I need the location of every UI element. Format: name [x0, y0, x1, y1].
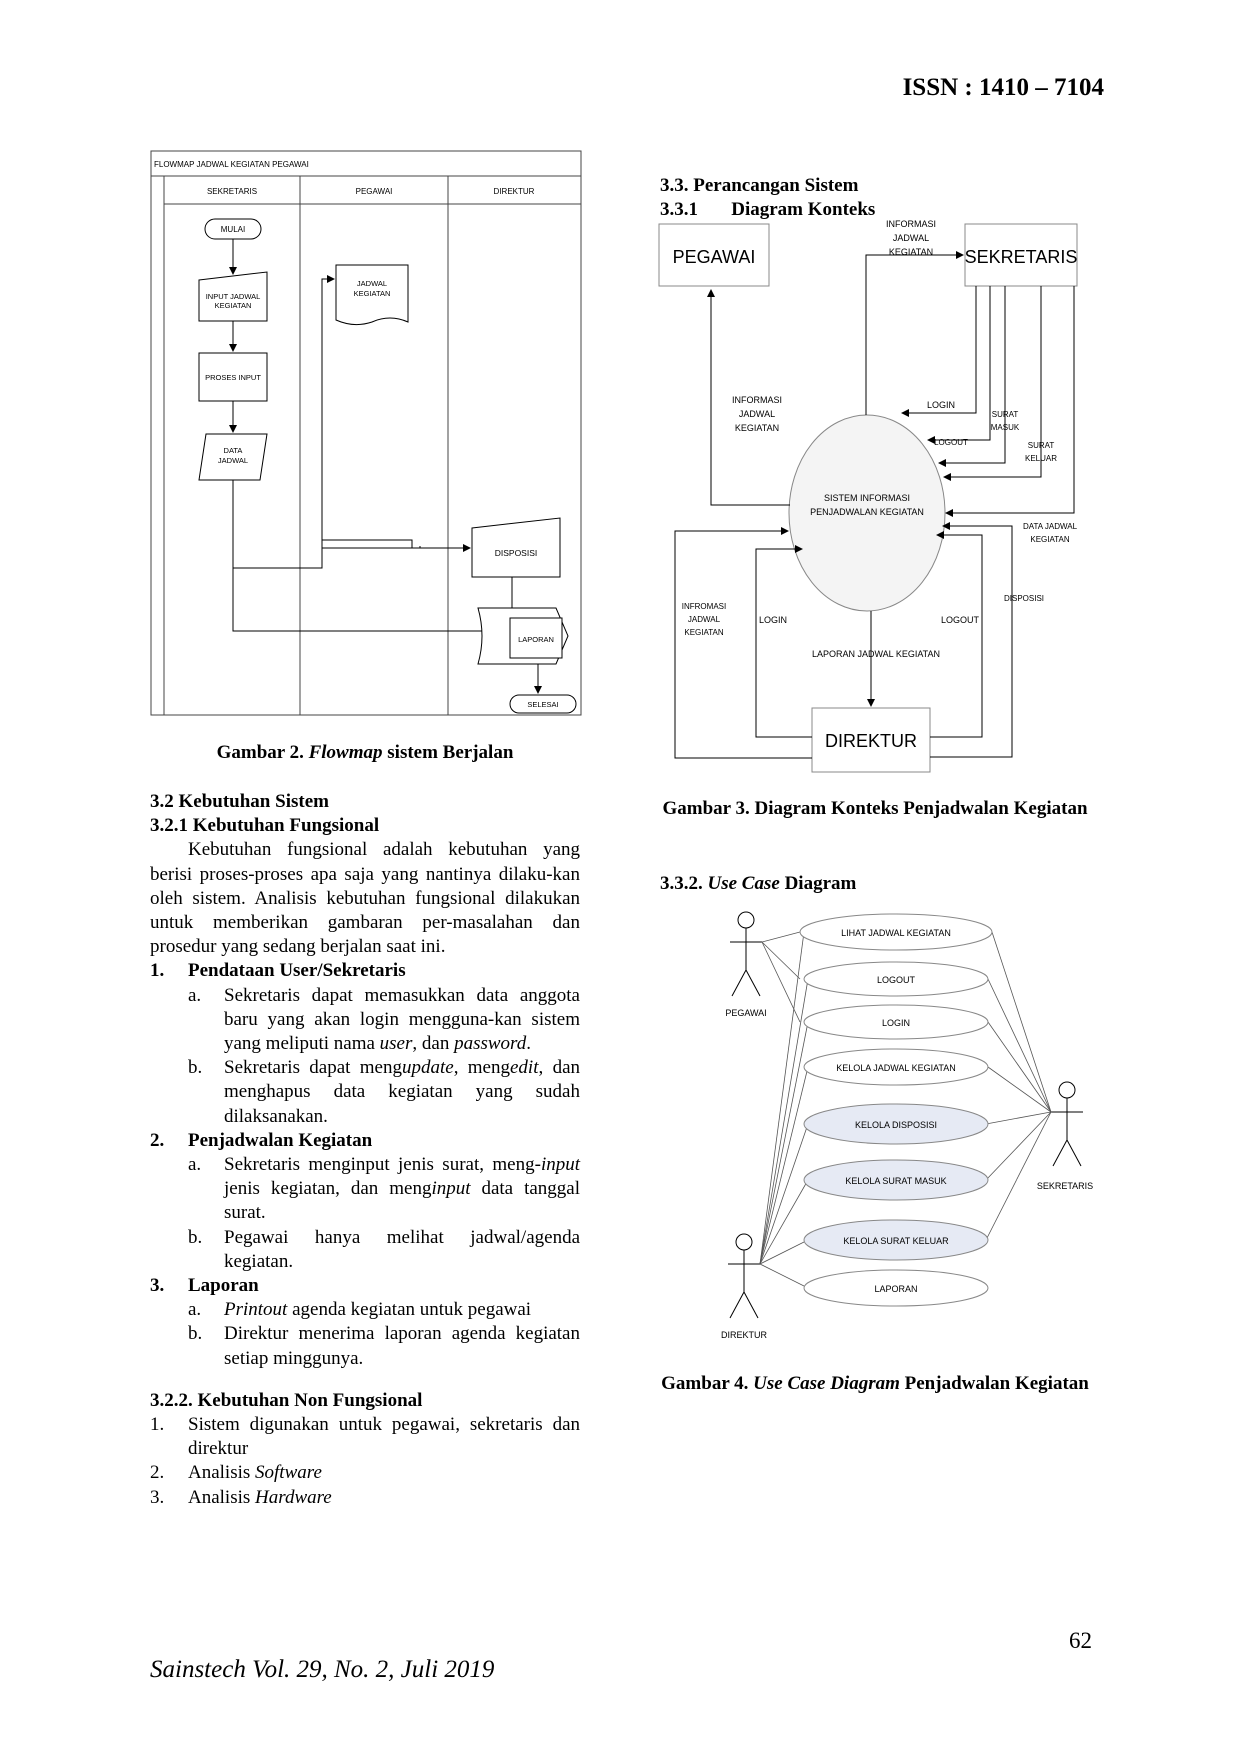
svg-text:DISPOSISI: DISPOSISI: [1004, 594, 1044, 603]
section-3-3-heading: 3.3. Perancangan Sistem: [660, 175, 859, 196]
page-number: 62: [1069, 1628, 1092, 1653]
node-disposisi: DISPOSISI: [495, 548, 538, 558]
node-jadwal-1: JADWAL: [357, 279, 387, 288]
usecase-kelola-surat-masuk: KELOLA SURAT MASUK: [845, 1176, 946, 1186]
svg-text:KEGIATAN: KEGIATAN: [735, 423, 779, 433]
node-selesai: SELESAI: [527, 700, 558, 709]
entity-sekretaris: SEKRETARIS: [965, 247, 1078, 267]
entity-pegawai: PEGAWAI: [673, 247, 756, 267]
functional-intro: Kebutuhan fungsional adalah kebutuhan ya…: [150, 839, 580, 958]
svg-text:KEGIATAN: KEGIATAN: [1030, 535, 1069, 544]
section-3-3-1-heading: 3.3.1 Diagram Konteks: [660, 199, 876, 220]
usecase-kelola-jadwal: KELOLA JADWAL KEGIATAN: [836, 1063, 956, 1073]
list-item-3: 3.Laporan: [150, 1275, 259, 1297]
usecase-lihat-jadwal: LIHAT JADWAL KEGIATAN: [841, 928, 951, 938]
usecase-kelola-surat-keluar: KELOLA SURAT KELUAR: [843, 1236, 949, 1246]
usecase-laporan: LAPORAN: [874, 1284, 917, 1294]
list-item-3a: a.Printout agenda kegiatan untuk pegawai: [188, 1299, 532, 1321]
svg-text:JADWAL: JADWAL: [739, 409, 775, 419]
nf-item-3: 3.Analisis Hardware: [150, 1486, 332, 1508]
flowmap-diagram: FLOWMAP JADWAL KEGIATAN PEGAWAI SEKRETAR…: [150, 150, 582, 716]
entity-direktur: DIREKTUR: [825, 731, 917, 751]
actor-sekretaris-label: SEKRETARIS: [1037, 1181, 1093, 1191]
list-item-1b: b.Sekretaris dapat mengupdate, mengedit,…: [188, 1057, 581, 1127]
svg-text:LOGIN: LOGIN: [927, 400, 955, 410]
actor-pegawai-label: PEGAWAI: [725, 1008, 766, 1018]
usecase-kelola-disposisi: KELOLA DISPOSISI: [855, 1120, 937, 1130]
svg-text:SURAT: SURAT: [992, 410, 1019, 419]
list-item-2a: a.Sekretaris menginput jenis surat, meng…: [188, 1154, 580, 1224]
svg-text:LOGOUT: LOGOUT: [941, 615, 980, 625]
usecase-diagram: PEGAWAI SEKRETARIS DIREKTUR: [721, 911, 1093, 1340]
node-laporan: LAPORAN: [518, 635, 554, 644]
svg-text:MASUK: MASUK: [991, 423, 1020, 432]
journal-footer: Sainstech Vol. 29, No. 2, Juli 2019: [150, 1656, 495, 1683]
node-input-2: KEGIATAN: [215, 301, 252, 310]
node-mulai: MULAI: [221, 225, 245, 234]
process-line-2: PENJADWALAN KEGIATAN: [810, 507, 924, 517]
actor-direktur-label: DIREKTUR: [721, 1330, 768, 1340]
issn-header: ISSN : 1410 – 7104: [902, 74, 1104, 101]
svg-text:KELUAR: KELUAR: [1025, 454, 1057, 463]
svg-text:INFROMASI: INFROMASI: [682, 602, 726, 611]
list-item-3b: b.Direktur menerima laporan agenda kegia…: [188, 1323, 580, 1369]
svg-text:DATA JADWAL: DATA JADWAL: [1023, 522, 1078, 531]
svg-text:LOGOUT: LOGOUT: [934, 438, 968, 447]
lane-pegawai: PEGAWAI: [356, 187, 393, 196]
svg-text:LOGIN: LOGIN: [759, 615, 787, 625]
list-item-1: 1.Pendataan User/Sekretaris: [150, 960, 406, 982]
context-diagram: PEGAWAI SEKRETARIS DIREKTUR SISTEM INFOR…: [658, 219, 1078, 773]
nf-item-2: 2.Analisis Software: [150, 1462, 322, 1484]
figure-4-caption: Gambar 4. Use Case Diagram Penjadwalan K…: [661, 1373, 1089, 1394]
usecase-logout: LOGOUT: [877, 975, 916, 985]
node-data-1: DATA: [224, 446, 243, 455]
actor-sekretaris: [1051, 1081, 1083, 1167]
lane-direktur: DIREKTUR: [494, 187, 535, 196]
svg-text:JADWAL: JADWAL: [688, 615, 721, 624]
node-proses: PROSES INPUT: [205, 373, 261, 382]
list-item-2: 2.Penjadwalan Kegiatan: [150, 1129, 373, 1151]
node-input-1: INPUT JADWAL: [206, 292, 261, 301]
svg-text:INFORMASI: INFORMASI: [886, 219, 936, 229]
figure-2-caption: Gambar 2. Flowmap sistem Berjalan: [216, 742, 514, 763]
list-item-2b: b.Pegawai hanya melihat jadwal/agenda ke…: [188, 1226, 580, 1272]
process-line-1: SISTEM INFORMASI: [824, 493, 910, 503]
lane-sekretaris: SEKRETARIS: [207, 187, 257, 196]
svg-text:JADWAL: JADWAL: [893, 233, 929, 243]
svg-text:SURAT: SURAT: [1028, 441, 1055, 450]
actor-direktur: [728, 1233, 760, 1319]
svg-text:LAPORAN JADWAL KEGIATAN: LAPORAN JADWAL KEGIATAN: [812, 649, 940, 659]
svg-text:KEGIATAN: KEGIATAN: [889, 247, 933, 257]
actor-pegawai: [730, 911, 762, 997]
svg-text:INFORMASI: INFORMASI: [732, 395, 782, 405]
svg-text:KEGIATAN: KEGIATAN: [684, 628, 723, 637]
section-3-2-1-heading: 3.2.1 Kebutuhan Fungsional: [150, 815, 380, 837]
node-jadwal-2: KEGIATAN: [354, 289, 391, 298]
list-item-1a: a.Sekretaris dapat memasukkan data anggo…: [188, 984, 580, 1055]
nf-item-1: 1.Sistem digunakan untuk pegawai, sekret…: [150, 1414, 580, 1460]
section-3-2-2-heading: 3.2.2. Kebutuhan Non Fungsional: [150, 1389, 423, 1411]
section-3-3-2-heading: 3.3.2. Use Case Diagram: [660, 873, 857, 894]
left-column: 3.2 Kebutuhan Sistem 3.2.1 Kebutuhan Fun…: [150, 790, 580, 1510]
usecase-login: LOGIN: [882, 1018, 910, 1028]
section-3-2-heading: 3.2 Kebutuhan Sistem: [150, 791, 329, 812]
figure-3-caption: Gambar 3. Diagram Konteks Penjadwalan Ke…: [662, 798, 1088, 819]
flowmap-title: FLOWMAP JADWAL KEGIATAN PEGAWAI: [154, 160, 309, 169]
node-data-2: JADWAL: [218, 456, 248, 465]
